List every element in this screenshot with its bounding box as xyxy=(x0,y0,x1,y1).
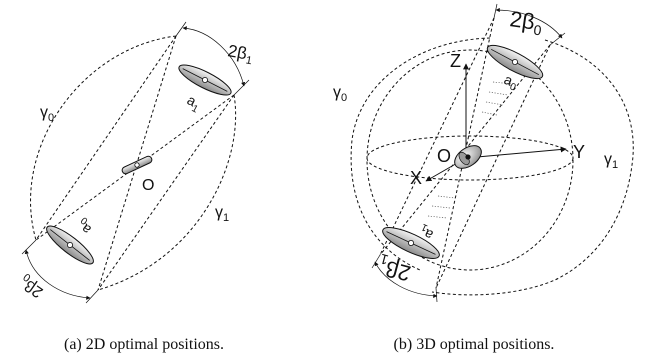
angle-top-label: 2β1 xyxy=(226,41,255,67)
gamma-0-curve xyxy=(30,35,177,241)
fov-line xyxy=(435,44,551,289)
gamma-1-curve xyxy=(431,39,634,296)
panel-b: 2β0 a0 Z Y X O γ0 γ1 a1 2β1 (b) 3D optim… xyxy=(333,3,634,353)
angle-bottom-label: 2β1 xyxy=(375,251,414,287)
angle-2beta0 xyxy=(21,239,99,304)
antenna-a0-label: a0 xyxy=(501,71,521,94)
axis-y-label: Y xyxy=(573,142,585,162)
sphere-equator xyxy=(366,135,574,181)
fov-line xyxy=(97,94,235,291)
antenna-a1 xyxy=(382,227,440,259)
axis-z-label: Z xyxy=(450,51,461,71)
caption-b: (b) 3D optimal positions. xyxy=(394,336,555,353)
panel-a: 2β1 a1 γ0 γ1 O a0 2β0 (a) 2D optimal pos… xyxy=(17,21,255,353)
origin-body xyxy=(121,155,153,175)
angle-top-label: 2β0 xyxy=(508,6,544,38)
angle-2beta1 xyxy=(175,21,250,96)
origin-body xyxy=(454,145,482,169)
fov-line xyxy=(379,44,551,256)
origin-label: O xyxy=(437,146,451,166)
gamma-0-label: γ0 xyxy=(40,104,54,124)
fov-line xyxy=(35,35,177,241)
angle-bottom-label: 2β0 xyxy=(17,270,48,300)
gamma-0-label: γ0 xyxy=(333,84,347,104)
hatch-bottom xyxy=(427,195,456,219)
gamma-1-label: γ1 xyxy=(215,204,229,224)
angle-2beta0 xyxy=(493,3,566,46)
angle-2beta1 xyxy=(371,254,438,303)
origin-label: O xyxy=(142,177,154,194)
antenna-a1 xyxy=(178,64,232,96)
gamma-0-curve xyxy=(350,37,491,271)
gamma-1-label: γ1 xyxy=(604,151,618,171)
antenna-a0 xyxy=(486,44,544,80)
antenna-a0-label: a0 xyxy=(73,214,96,238)
gamma-1-curve xyxy=(97,94,237,291)
caption-a: (a) 2D optimal positions. xyxy=(64,336,224,353)
axis-x-label: X xyxy=(410,168,422,188)
hatch-top xyxy=(481,81,513,116)
antenna-a1-label: a1 xyxy=(183,92,205,116)
